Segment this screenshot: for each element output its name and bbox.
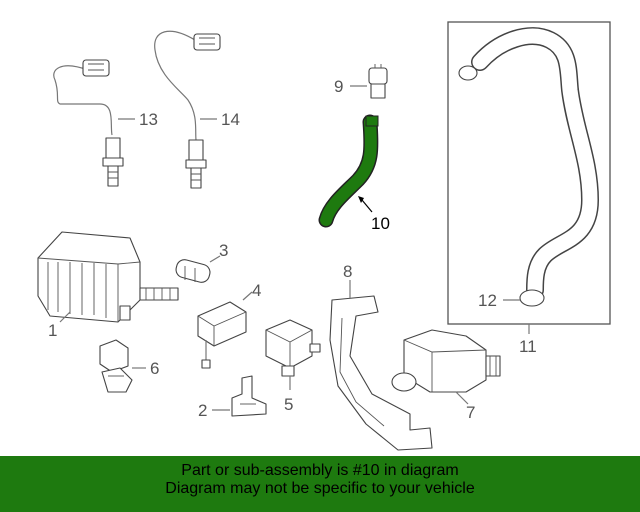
part-11-hose-assembly[interactable]	[447, 21, 611, 325]
callout-4: 4	[252, 281, 261, 300]
callout-1: 1	[48, 321, 57, 340]
part-2-bracket[interactable]	[231, 375, 267, 417]
leader-4	[242, 291, 253, 301]
callout-11: 11	[519, 337, 537, 356]
part-14-oxygen-sensor[interactable]	[154, 30, 221, 189]
part-8-bracket[interactable]	[329, 295, 433, 451]
part-10-hose-highlighted[interactable]	[318, 114, 379, 228]
callout-12: 12	[478, 291, 497, 310]
callout-2: 2	[198, 401, 207, 420]
part-5-purge-valve[interactable]	[265, 319, 321, 377]
info-banner: Part or sub-assembly is #10 in diagram D…	[0, 456, 640, 512]
callout-8: 8	[343, 262, 352, 281]
leader-1	[59, 311, 71, 323]
callout-6: 6	[150, 359, 159, 378]
callout-3: 3	[219, 241, 228, 260]
banner-line-1: Part or sub-assembly is #10 in diagram	[181, 462, 459, 479]
callout-5: 5	[284, 395, 293, 414]
part-6-valve[interactable]	[99, 339, 133, 393]
part-9-valve[interactable]	[368, 64, 388, 99]
part-1-charcoal-canister[interactable]	[37, 231, 179, 323]
part-3-connector[interactable]	[174, 258, 212, 284]
callout-14: 14	[221, 110, 240, 129]
part-4-solenoid[interactable]	[197, 301, 247, 369]
banner-line-2: Diagram may not be specific to your vehi…	[165, 480, 475, 497]
leader-10	[361, 199, 373, 213]
leader-7	[455, 391, 469, 405]
callout-9: 9	[334, 77, 343, 96]
callout-7: 7	[466, 403, 475, 422]
callout-10: 10	[371, 214, 390, 233]
part-13-oxygen-sensor[interactable]	[53, 59, 124, 187]
leader-3	[209, 255, 221, 263]
leader-10-arrow	[358, 196, 364, 203]
callout-13: 13	[139, 110, 158, 129]
parts-diagram: 13 14 9 10 12 11	[37, 21, 611, 451]
part-7-leak-detection-pump[interactable]	[391, 329, 501, 393]
